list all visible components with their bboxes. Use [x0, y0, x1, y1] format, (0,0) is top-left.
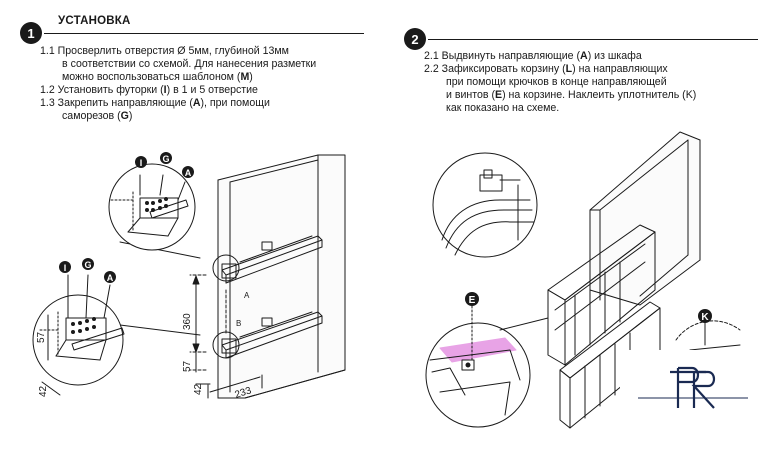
callouts-bottom: I G A — [59, 258, 116, 283]
label-B: B — [236, 319, 241, 328]
step-1-line-6: саморезов (G) — [62, 110, 133, 122]
step-1-line-5: 1.3 Закрепить направляющие (A), при помо… — [40, 97, 270, 109]
step-2-number: 2 — [411, 31, 419, 47]
label-A: A — [244, 291, 250, 300]
callout-top-I: I — [140, 158, 143, 168]
step-1-line-4: 1.2 Установить футорки (I) в 1 и 5 отвер… — [40, 84, 258, 96]
dim-57-right: 57 — [182, 360, 193, 372]
callout-bottom-I: I — [64, 263, 67, 273]
step-1-line-3: можно воспользоваться шаблоном (M) — [62, 71, 253, 83]
step-1-rule — [44, 33, 364, 34]
callout-K-circle — [698, 309, 712, 323]
brand-logo: FR — [620, 350, 770, 420]
step-1-line-2: в соответствии со схемой. Для нанесения … — [62, 58, 317, 70]
callout-K: K — [701, 312, 709, 323]
dim-42-right: 42 — [193, 383, 204, 395]
step-2-line-1: 2.1 Выдвинуть направляющие (A) из шкафа — [424, 50, 642, 62]
callout-bottom-G: G — [84, 260, 91, 270]
dim-360: 360 — [182, 313, 193, 330]
step-2-line-5: как показано на схеме. — [446, 102, 560, 114]
upper-detail — [108, 163, 196, 251]
seal-detail — [675, 320, 741, 351]
step-2-line-3: при помощи крючков в конце направляющей — [446, 76, 667, 88]
callout-E-circle — [465, 292, 479, 306]
cabinet-basket-drawing — [547, 131, 701, 429]
dim-42-left: 42 — [38, 385, 49, 397]
step-1-line-1: 1.1 Просверлить отверстия Ø 5мм, глубино… — [40, 45, 289, 57]
step-2-line-2: 2.2 Зафиксировать корзину (L) на направл… — [424, 63, 668, 75]
callout-top-G: G — [162, 154, 169, 164]
callout-bottom-A: A — [107, 273, 114, 283]
step-2-line-4: и винтов (E) на корзине. Наклеить уплотн… — [446, 89, 697, 101]
lower-detail — [32, 274, 125, 396]
hook-detail — [432, 152, 538, 258]
step-2-instructions: 2.1 Выдвинуть направляющие (A) из шкафа … — [424, 50, 696, 115]
step-1-badge: 1 — [20, 22, 42, 44]
callout-E: E — [469, 295, 476, 306]
callout-top-A: A — [185, 168, 192, 178]
dim-57-left: 57 — [36, 331, 47, 343]
upper-rail — [221, 235, 323, 284]
basket — [547, 224, 661, 429]
callouts-top: I G A — [135, 152, 194, 178]
dim-233: 233 — [234, 385, 254, 401]
step-1-title: УСТАНОВКА — [58, 15, 131, 27]
brand-logo-text: FR — [620, 350, 622, 351]
brand-logo-mark: FR — [620, 350, 748, 409]
step-2-rule — [428, 39, 758, 40]
screw-detail — [425, 305, 549, 428]
step-1-instructions: 1.1 Просверлить отверстия Ø 5мм, глубино… — [40, 45, 316, 123]
step-1-number: 1 — [27, 25, 35, 41]
cabinet-drawing — [119, 154, 346, 399]
lower-rail — [221, 311, 323, 359]
step-2-badge: 2 — [404, 28, 426, 50]
